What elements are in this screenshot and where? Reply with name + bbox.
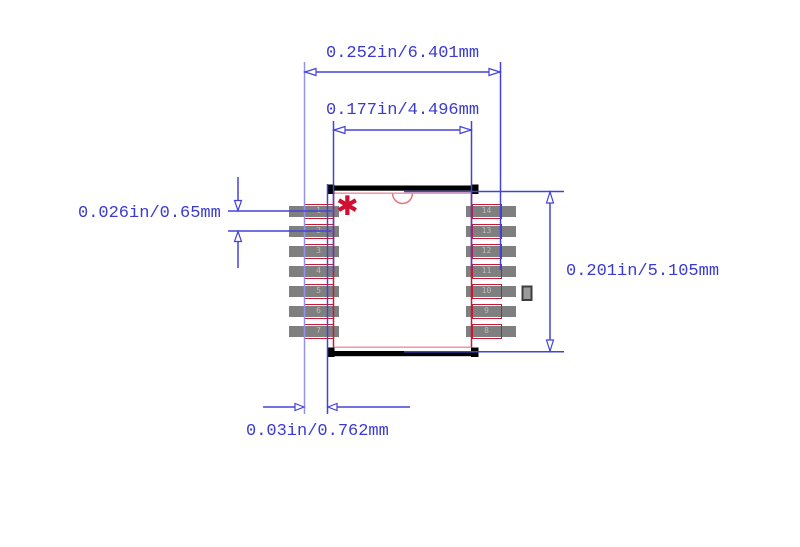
pad-pin-8: [466, 325, 516, 337]
pad-number-13: 13: [481, 226, 492, 235]
pad-number-8: 8: [484, 326, 489, 335]
bottom-solder-bar: [327, 351, 479, 357]
pad-pin-14: [466, 205, 516, 217]
pad-pin-12: [466, 245, 516, 257]
pad-number-7: 7: [316, 326, 321, 335]
pad-number-6: 6: [316, 306, 321, 315]
pad-number-5: 5: [316, 286, 321, 295]
pad-number-10: 10: [481, 286, 492, 295]
arrowhead-down-icon: [545, 339, 555, 353]
pin1-notch-icon: [391, 193, 414, 205]
pad-pin-10: [466, 285, 516, 297]
arrowhead-left-icon: [303, 67, 317, 77]
arrowhead-up-icon: [233, 229, 243, 243]
pad-number-3: 3: [316, 246, 321, 255]
pin10-side-marker: [521, 285, 533, 301]
pad-pin-6: [288, 305, 339, 317]
bottom-solder-bar-left-cap: [327, 347, 335, 357]
top-solder-bar-left-cap: [327, 184, 335, 194]
pad-number-11: 11: [481, 266, 492, 275]
pin1-asterisk-marker: ✱: [336, 191, 359, 222]
arrowhead-right-icon: [459, 125, 473, 135]
dim-label-overall-height: 0.201in/5.105mm: [566, 262, 720, 281]
dim-label-overall-width: 0.252in/6.401mm: [326, 44, 480, 63]
pad-pin-13: [466, 225, 516, 237]
dim-label-pin-pitch: 0.026in/0.65mm: [78, 204, 221, 223]
pad-pin-5: [288, 285, 339, 297]
top-solder-bar-right-cap: [471, 184, 479, 194]
pad-pin-7: [288, 325, 339, 337]
dim-label-pad-length: 0.03in/0.762mm: [246, 422, 389, 441]
pad-number-9: 9: [484, 306, 489, 315]
dim-label-body-width: 0.177in/4.496mm: [326, 101, 480, 120]
pad-pin-11: [466, 265, 516, 277]
pad-number-12: 12: [481, 246, 492, 255]
pad-pin-4: [288, 265, 339, 277]
pad-pin-3: [288, 245, 339, 257]
arrowhead-up-icon: [545, 190, 555, 204]
top-solder-bar: [327, 185, 479, 191]
pad-pin-9: [466, 305, 516, 317]
arrowhead-left-icon: [326, 402, 338, 412]
pad-number-14: 14: [481, 206, 492, 215]
arrowhead-down-icon: [233, 199, 243, 213]
arrowhead-left-icon: [332, 125, 346, 135]
arrowhead-right-icon: [488, 67, 502, 77]
pad-number-4: 4: [316, 266, 321, 275]
arrowhead-right-icon: [294, 402, 306, 412]
